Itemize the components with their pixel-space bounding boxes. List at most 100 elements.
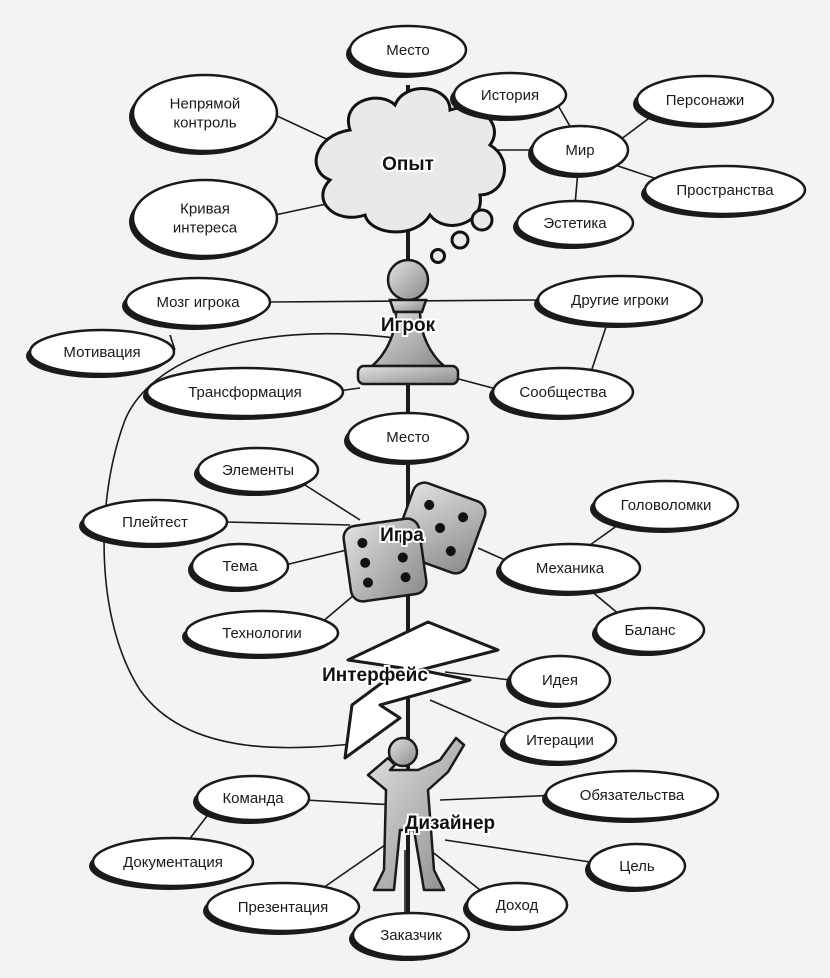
node-label: История (481, 87, 539, 104)
player-pawn (356, 258, 460, 386)
node-documentation: Документация (89, 836, 255, 890)
node-label: Мотивация (63, 344, 140, 361)
node-other-players: Другие игроки (534, 274, 704, 328)
interface-bolt (343, 620, 500, 760)
node-ellipse (643, 164, 807, 216)
edge-profit (429, 849, 481, 891)
node-ellipse (346, 411, 470, 463)
node-label: Заказчик (380, 927, 442, 944)
node-world: Мир (528, 124, 630, 178)
node-story: История (450, 71, 568, 121)
node-label: Механика (536, 560, 605, 577)
edge-presentation (319, 844, 386, 891)
node-ellipse (536, 274, 704, 326)
hub-game: Игра (380, 525, 424, 546)
node-ellipse (195, 774, 311, 822)
node-ellipse (530, 124, 630, 176)
node-label: Мир (565, 142, 594, 159)
edge-elements (304, 484, 361, 521)
node-ellipse (498, 542, 642, 594)
node-ellipse (592, 479, 740, 531)
node-profit: Доход (463, 881, 569, 931)
node-ellipse (515, 199, 635, 247)
designer-figure (366, 736, 466, 892)
node-ellipse (502, 716, 618, 764)
node-mechanics: Механика (496, 542, 642, 596)
node-team: Команда (193, 774, 311, 824)
node-ellipse (28, 328, 176, 376)
edge-goal (444, 839, 591, 863)
node-ellipse (452, 71, 568, 119)
node-label: Команда (222, 790, 284, 807)
node-label: Тема (222, 558, 258, 575)
node-ellipse (81, 498, 229, 546)
edge-playtest (224, 521, 351, 526)
node-puzzles: Головоломки (590, 479, 740, 533)
node-ellipse (91, 836, 255, 888)
hub-interface: Интерфейс (322, 665, 428, 686)
node-technology: Технологии (182, 609, 340, 659)
node-label: Презентация (238, 899, 329, 916)
node-ellipse (131, 73, 279, 153)
node-communities: Сообщества (489, 366, 635, 420)
node-ellipse (196, 446, 320, 494)
node-ellipse (190, 542, 290, 590)
node-idea: Идея (506, 654, 612, 708)
node-transformation: Трансформация (143, 366, 345, 420)
node-ellipse (544, 769, 720, 821)
node-ellipse (124, 276, 272, 328)
node-iterations: Итерации (500, 716, 618, 766)
node-label: Пространства (676, 182, 774, 199)
node-ellipse (348, 24, 468, 76)
node-playtest: Плейтест (79, 498, 229, 548)
node-label: Место (386, 42, 430, 59)
node-ellipse (351, 911, 471, 959)
node-ellipse (131, 178, 279, 258)
node-place-top: Место (346, 24, 468, 78)
node-label: Документация (123, 854, 223, 871)
node-aesthetics: Эстетика (513, 199, 635, 249)
node-client: Заказчик (349, 911, 471, 961)
node-label: Сообщества (519, 384, 607, 401)
node-label: Трансформация (188, 384, 302, 401)
node-theme: Тема (188, 542, 290, 592)
node-ellipse (145, 366, 345, 418)
node-label: Элементы (222, 462, 294, 479)
node-ellipse (491, 366, 635, 418)
node-label: Цель (619, 858, 655, 875)
edge-theme (284, 547, 356, 566)
node-spaces: Пространства (641, 164, 807, 218)
node-ellipse (184, 609, 340, 657)
hub-labels: Опыт Игрок Игра Интерфейс Дизайнер (320, 152, 497, 836)
node-label: Баланс (624, 622, 676, 639)
node-label: Другие игроки (571, 292, 669, 309)
node-label: Плейтест (122, 514, 188, 531)
node-balance: Баланс (592, 606, 706, 656)
node-goal: Цель (585, 842, 687, 892)
node-label: Обязательства (580, 787, 685, 804)
node-presentation: Презентация (203, 881, 361, 935)
node-label: Мозг игрока (156, 294, 240, 311)
node-obligations: Обязательства (542, 769, 720, 823)
node-ellipse (635, 74, 775, 126)
node-label: Итерации (526, 732, 594, 749)
hub-designer: Дизайнер (405, 813, 495, 834)
edge-obligations (439, 794, 561, 801)
edge-mechanics (477, 547, 506, 561)
edge-communities-base (454, 377, 501, 391)
edge-iterations (429, 699, 511, 736)
node-characters: Персонажи (633, 74, 775, 128)
edge-transformation-loop (103, 332, 396, 749)
node-label: Технологии (222, 625, 302, 642)
node-label: Место (386, 429, 430, 446)
node-label: Головоломки (621, 497, 712, 514)
game-dice (342, 481, 487, 603)
edge-idea (444, 671, 511, 681)
node-place-mid: Место (344, 411, 470, 465)
hub-player: Игрок (381, 315, 436, 336)
